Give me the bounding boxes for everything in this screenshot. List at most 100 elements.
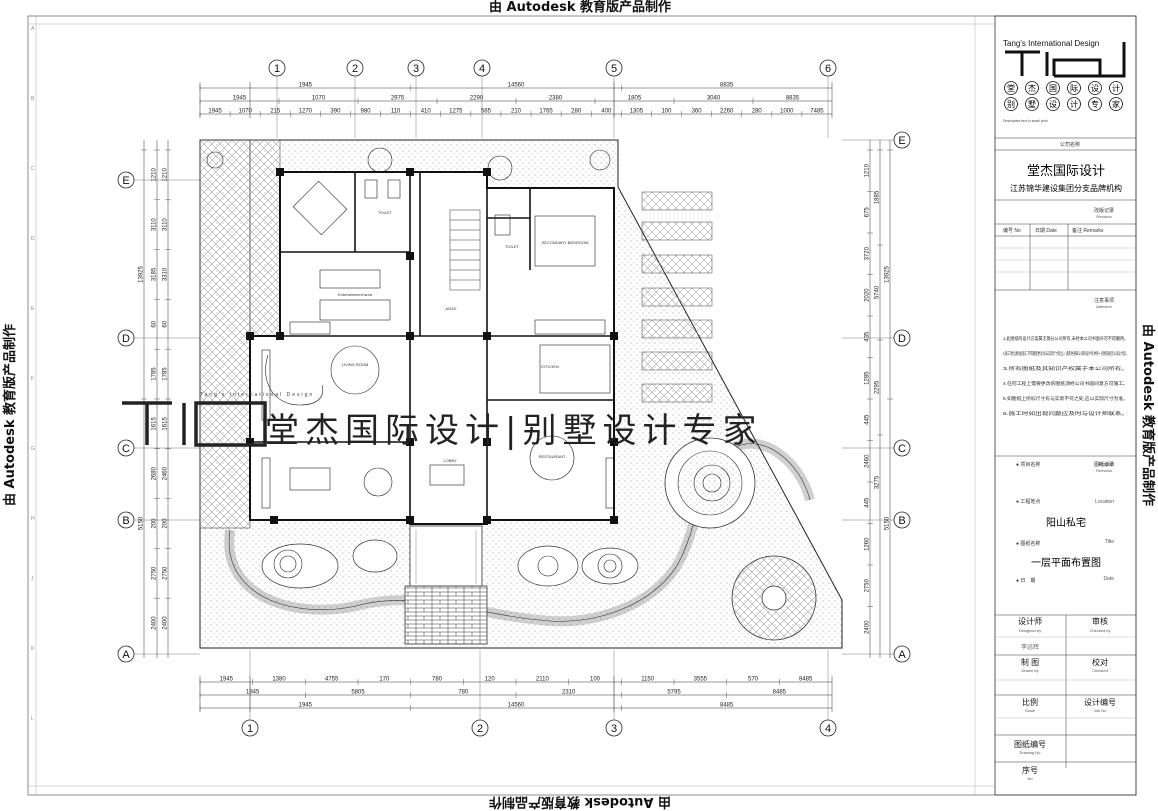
tb-char: 杰 — [1028, 83, 1036, 93]
axis-bottom-3-label: 3 — [611, 723, 617, 735]
top-r2-dim: 8835 — [786, 96, 800, 102]
tb-company-branch: 江苏锦华建设集团分支品牌机构 — [1010, 183, 1122, 193]
tb-char: 国 — [1049, 84, 1057, 93]
tb-note: 2.施工单位须按此施工,不得随意更改,如与实际尺寸有出入,请及时通知公司和设计师… — [1003, 350, 1128, 357]
right-r1-dim: 675 — [865, 207, 871, 218]
svg-text:Drawn by: Drawn by — [1022, 668, 1039, 673]
svg-text:Title: Title — [1105, 539, 1114, 545]
svg-text:C: C — [31, 166, 35, 172]
svg-text:Descriptive text in small prin: Descriptive text in small print — [1003, 119, 1048, 123]
title-block: Tang's International Design 堂杰国际设计别墅设计专家… — [995, 39, 1136, 781]
right-r2-dim: 1885 — [875, 190, 881, 204]
top-r3-dim: 100 — [661, 109, 672, 115]
tb-revision-label: 改版记录 — [1094, 207, 1114, 214]
right-r1-dim: 2400 — [865, 620, 871, 634]
bottom-r1-dim: 4755 — [325, 677, 339, 683]
furniture — [261, 179, 615, 509]
svg-text:Scale: Scale — [1025, 708, 1036, 713]
top-r3-dim: 7485 — [810, 109, 824, 115]
right-r1-dim: 2460 — [865, 454, 871, 468]
axis-left-D-bubble — [117, 329, 135, 347]
axis-left-E-bubble — [117, 171, 135, 189]
right-r2-dim: 2295 — [875, 380, 881, 394]
svg-text:制 图: 制 图 — [1021, 657, 1039, 667]
tb-char: 际 — [1070, 84, 1078, 93]
tb-char: 设 — [1091, 83, 1099, 93]
axis-bottom-4-label: 4 — [825, 723, 831, 735]
top-r3-dim: 585 — [481, 109, 492, 115]
brand-banner: Tang's International Design 堂杰国际设计|别墅设计专… — [122, 392, 756, 451]
svg-text:Checked: Checked — [1092, 668, 1108, 673]
bottom-r2-dim: 8485 — [773, 690, 787, 696]
bottom-r3-dim: 14560 — [508, 703, 525, 709]
parking-paving — [641, 191, 713, 403]
svg-text:Drawing No: Drawing No — [1020, 750, 1042, 755]
svg-text:Designed by: Designed by — [1019, 628, 1041, 633]
svg-text:● 项目名称: ● 项目名称 — [1016, 461, 1040, 468]
left-r1-dim: 3185 — [152, 267, 158, 281]
svg-text:B: B — [31, 96, 35, 102]
svg-text:J: J — [31, 576, 34, 582]
tb-char-ring — [1067, 97, 1081, 111]
axis-left-C-bubble — [117, 439, 135, 457]
staircase — [449, 209, 481, 291]
top-r1-dim: 14560 — [508, 83, 525, 89]
axis-bottom-1-bubble — [241, 719, 259, 737]
top-r3-dim: 360 — [692, 109, 703, 115]
axis-top-1-label: 1 — [274, 63, 280, 75]
tb-checked-label: 审核 — [1092, 616, 1108, 626]
left-total-dim: 5150 — [139, 516, 145, 530]
room-label-bedroom: SECONDARY BEDROOM — [542, 240, 589, 245]
top-r3-dim: 210 — [511, 109, 522, 115]
tb-attention-label: 注意事项 — [1094, 297, 1114, 304]
left-r2-dim: 2400 — [163, 616, 169, 630]
left-total-dim: 13925 — [139, 265, 145, 282]
axis-top-3-bubble — [407, 59, 425, 77]
top-r1-dim: 8835 — [720, 83, 734, 89]
axis-bottom-4-bubble — [819, 719, 837, 737]
tb-note: 4.任何工程上需要更改的图纸须经公司书面同意方可施工。 — [1003, 380, 1128, 387]
tb-char-ring — [1109, 81, 1123, 95]
svg-text:编号 No: 编号 No — [1003, 227, 1021, 234]
axis-right-E-label: E — [898, 135, 905, 147]
watermark-bottom: 由 Autodesk 教育版产品制作 — [489, 794, 671, 810]
bottom-r2-dim: 780 — [458, 690, 469, 696]
tb-char: 计 — [1070, 99, 1078, 109]
axis-right-B-label: B — [898, 515, 905, 527]
tb-designer-label: 设计师 — [1018, 616, 1042, 626]
axis-right-A-bubble — [893, 645, 911, 663]
tb-char: 设 — [1049, 99, 1057, 109]
room-label-living-room: LIVING ROOM — [342, 362, 369, 367]
room-label-lobby: LOBBY — [443, 458, 457, 463]
top-r3-dim: 110 — [391, 109, 401, 115]
planting-islands — [261, 539, 639, 589]
top-r3-dim: 1765 — [539, 109, 553, 115]
title-block-frame — [994, 15, 1137, 796]
tb-char-ring — [1025, 97, 1039, 111]
left-r2-dim: 1785 — [163, 367, 169, 381]
axis-right-A-label: A — [898, 649, 906, 661]
tb-char: 计 — [1112, 83, 1120, 93]
right-r2-dim: 3275 — [875, 475, 881, 489]
svg-text:Job No: Job No — [1094, 708, 1107, 713]
right-r1-dim: 2020 — [865, 288, 871, 302]
axis-top-2-bubble — [346, 59, 364, 77]
axis-right-C-bubble — [893, 439, 911, 457]
left-r2-dim: 200 — [163, 518, 169, 529]
svg-text:Attention: Attention — [1096, 304, 1112, 309]
svg-text:K: K — [31, 646, 35, 652]
top-r2-dim: 1945 — [233, 96, 247, 102]
bottom-r2-dim: 2310 — [562, 690, 576, 696]
tb-char-ring — [1088, 81, 1102, 95]
svg-text:Checked by: Checked by — [1089, 628, 1110, 633]
tb-char-ring — [1067, 81, 1081, 95]
tb-char: 墅 — [1028, 99, 1036, 109]
top-r3-dim: 410 — [421, 109, 432, 115]
tb-char-ring — [1004, 97, 1018, 111]
axis-bottom-1-label: 1 — [247, 723, 253, 735]
right-r1-dim: 445 — [865, 497, 871, 508]
tb-logo — [1005, 42, 1126, 78]
top-r2-dim: 2975 — [391, 96, 405, 102]
axis-left-A-bubble — [117, 645, 135, 663]
tb-char-ring — [1088, 97, 1102, 111]
